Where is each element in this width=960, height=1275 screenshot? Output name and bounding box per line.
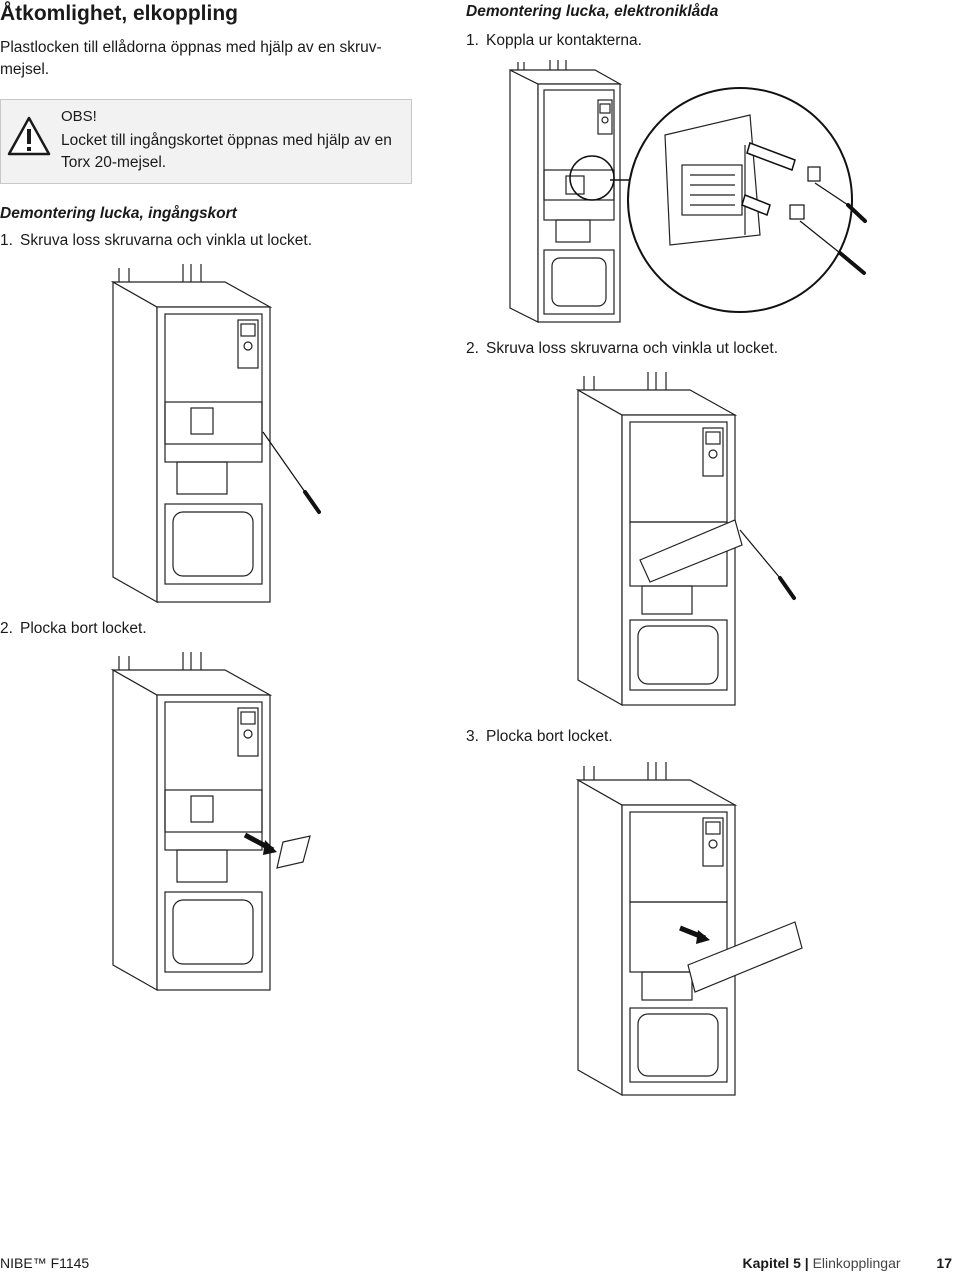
step-text: Skruva loss skruvarna och vinkla ut lock…	[486, 340, 779, 357]
footer-chapter: Kapitel 5 | Elinkopplingar 17	[743, 1255, 952, 1271]
footer-chapter-label: Kapitel 5	[742, 1255, 801, 1271]
step-number: 1.	[0, 232, 13, 249]
right-step-1: 1. Koppla ur kontakterna.	[466, 32, 642, 50]
step-number: 3.	[466, 728, 479, 745]
intro-text: Plastlocken till ellådorna öppnas med hj…	[0, 39, 382, 78]
footer-product: NIBE™ F1145	[0, 1255, 90, 1271]
heat-pump-illustration-right-3	[575, 762, 803, 1097]
step-number: 2.	[466, 340, 479, 357]
step-number: 1.	[466, 32, 479, 49]
footer-separator: |	[804, 1255, 809, 1271]
section-title-electronics-box: Demontering lucka, elektroniklåda	[466, 3, 719, 20]
warning-label: OBS!	[61, 108, 97, 125]
footer-chapter-title: Elinkopplingar	[812, 1255, 901, 1271]
step-number: 2.	[0, 620, 13, 637]
warning-text: Locket till ingångskortet öppnas med hjä…	[61, 132, 392, 171]
left-step-1: 1. Skruva loss skruvarna och vinkla ut lo…	[0, 232, 312, 250]
left-step-2: 2. Plocka bort locket.	[0, 620, 147, 638]
heat-pump-illustration-left-1	[110, 264, 321, 604]
heat-pump-illustration-right-2	[575, 372, 796, 707]
step-text: Plocka bort locket.	[20, 620, 147, 637]
step-text: Skruva loss skruvarna och vinkla ut lock…	[20, 232, 313, 249]
step-text: Plocka bort locket.	[486, 728, 613, 745]
heat-pump-illustration-right-1	[509, 60, 623, 323]
warning-triangle-icon	[7, 116, 51, 156]
right-step-2: 2. Skruva loss skruvarna och vinkla ut lo…	[466, 340, 778, 358]
step-text: Koppla ur kontakterna.	[486, 32, 642, 49]
heat-pump-illustration-left-2	[110, 652, 311, 992]
footer-page-number: 17	[936, 1255, 952, 1271]
connector-zoom-illustration	[610, 87, 867, 313]
section-title-input-card: Demontering lucka, ingångskort	[0, 205, 237, 222]
right-step-3: 3. Plocka bort locket.	[466, 728, 613, 746]
warning-box: OBS! Locket till ingångskortet öppnas me…	[0, 99, 412, 184]
page-title: Åtkomlighet, elkoppling	[0, 2, 239, 25]
